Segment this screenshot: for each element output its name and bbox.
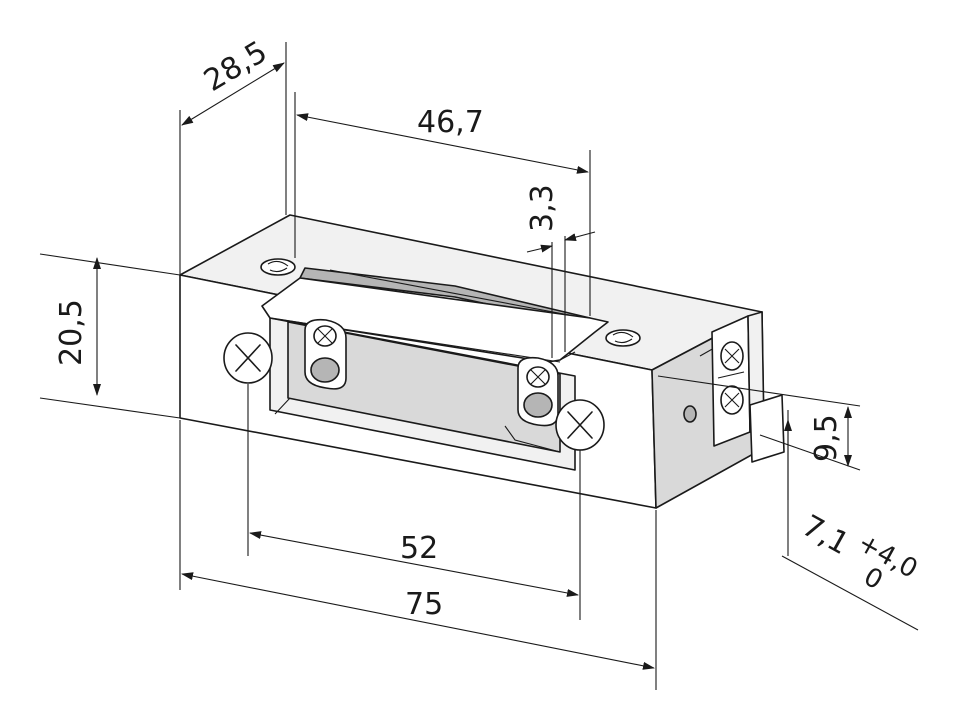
terminal-block [683,311,785,463]
dim-height-label: 20,5 [54,299,89,366]
dim-terminal-height-label: 9,5 [809,414,844,462]
dim-depth-label: 28,5 [198,34,273,98]
mounting-screw-right [555,399,605,451]
dim-adjustment-label: 7,1 [796,508,855,562]
dimension-lines [39,42,919,690]
dim-overall-length-label: 75 [405,587,443,622]
top-clip-left [260,258,296,276]
dim-screw-spacing-label: 52 [400,531,438,566]
adjust-slot-right [517,356,559,427]
mounting-screw-left [223,332,273,384]
dim-adjustment-minus-label: 0 [859,562,888,596]
adjust-slot-left [304,318,347,390]
dim-faceplate-length-label: 46,7 [417,105,484,140]
dim-latch-offset-label: 3,3 [525,184,560,232]
dim-adjustment-plus-label: +4,0 [853,528,923,585]
top-clip-right [605,329,641,347]
